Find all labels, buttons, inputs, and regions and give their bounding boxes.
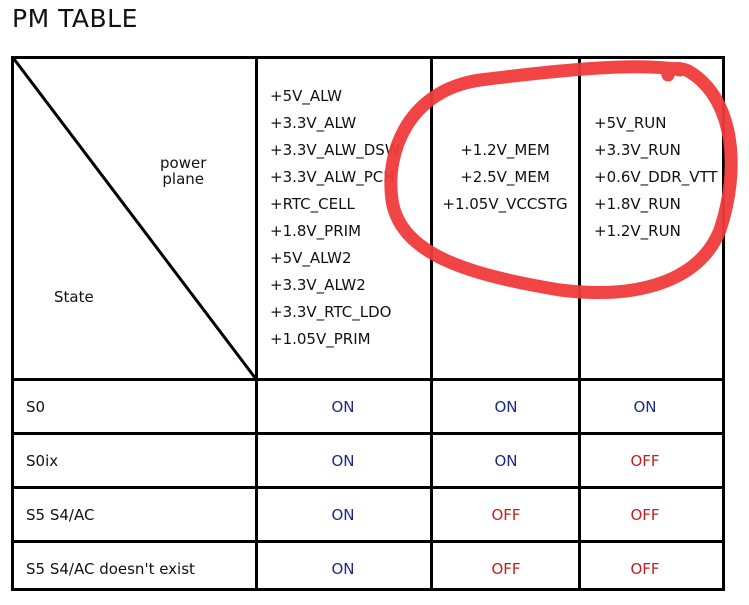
column-divider [255,59,258,588]
column-divider [578,59,581,588]
state-label: S0ix [26,452,59,470]
power-plane-item: +1.2V_RUN [594,222,681,240]
corner-label-line: power [160,154,207,172]
power-plane-item: +3.3V_ALW [270,114,357,132]
power-plane-item: +1.8V_RUN [594,195,681,213]
power-plane-item: +0.6V_DDR_VTT [594,168,718,186]
status-on: ON [633,398,657,416]
status-on: ON [494,398,518,416]
status-on: ON [331,506,355,524]
state-label: S0 [26,398,46,416]
corner-label-line: plane [162,170,204,188]
power-plane-list-run: +5V_RUN +3.3V_RUN +0.6V_DDR_VTT +1.8V_RUN +1… [594,110,718,245]
state-label: S5 S4/AC [26,506,95,524]
corner-state-label: State [54,288,94,306]
row-divider [14,540,722,543]
power-plane-item: +3.3V_ALW2 [270,276,366,294]
power-plane-item: +1.05V_VCCSTG [442,195,568,213]
power-plane-item: +3.3V_RUN [594,141,681,159]
power-plane-item: +1.05V_PRIM [270,330,371,348]
corner-diagonal [14,59,256,379]
power-plane-item: +2.5V_MEM [460,168,550,186]
status-on: ON [331,560,355,578]
status-on: ON [494,452,518,470]
power-plane-item: +3.3V_ALW_PCH [270,168,395,186]
power-plane-item: +5V_ALW2 [270,249,352,267]
row-divider [14,378,722,381]
power-plane-item: +RTC_CELL [270,195,355,213]
row-divider [14,486,722,489]
power-plane-item: +3.3V_ALW_DSW [270,141,400,159]
page-title: PM TABLE [12,4,138,33]
status-on: ON [331,398,355,416]
row-divider [14,432,722,435]
power-plane-list-always: +5V_ALW +3.3V_ALW +3.3V_ALW_DSW +3.3V_ALW_P… [270,83,400,353]
status-off: OFF [630,452,660,470]
power-plane-item: +5V_RUN [594,114,667,132]
status-off: OFF [491,506,521,524]
power-plane-item: +1.2V_MEM [460,141,550,159]
status-on: ON [331,452,355,470]
power-plane-item: +1.8V_PRIM [270,222,362,240]
state-label: S5 S4/AC doesn't exist [26,560,195,578]
status-off: OFF [491,560,521,578]
status-off: OFF [630,560,660,578]
power-plane-list-mem: +1.2V_MEM +2.5V_MEM +1.05V_VCCSTG [432,137,578,218]
power-plane-item: +3.3V_RTC_LDO [270,303,392,321]
power-plane-item: +5V_ALW [270,87,342,105]
status-off: OFF [630,506,660,524]
column-divider [430,59,433,588]
